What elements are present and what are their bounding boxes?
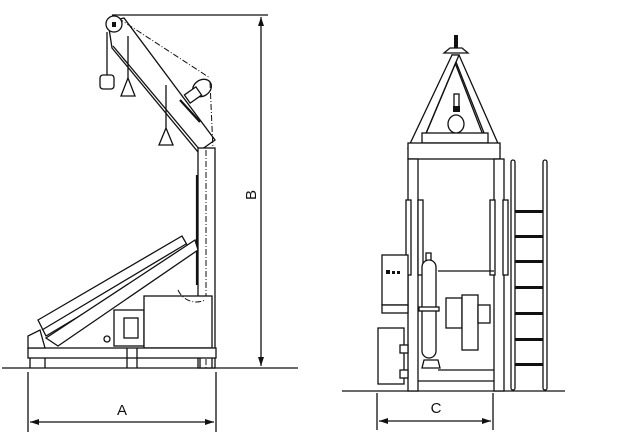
- lifting-hooks: [99, 32, 174, 146]
- hoist-motor: [179, 78, 213, 123]
- drive-unit: [113, 289, 213, 349]
- blower-housing: [461, 294, 479, 351]
- dimension-c-label: C: [431, 400, 442, 417]
- front-elevation: C: [342, 35, 565, 430]
- dimension-a: A: [27, 372, 217, 432]
- hoist-hook: [447, 114, 465, 134]
- blower-unit: [418, 270, 494, 382]
- blower-motor: [445, 297, 463, 329]
- dimension-b: B: [243, 17, 264, 366]
- bag-loop-2: [158, 126, 174, 146]
- screw-conveyor: [29, 235, 199, 347]
- base-frame: [27, 329, 217, 368]
- dimension-b-label: B: [243, 190, 260, 200]
- control-panel: [381, 254, 409, 314]
- cross-beam: [407, 142, 501, 160]
- access-ladder: [510, 159, 548, 391]
- a-frame: [406, 35, 501, 160]
- dimension-a-label: A: [117, 402, 127, 419]
- vertical-cylinder: [418, 252, 441, 369]
- bag-loop-1: [120, 76, 136, 97]
- side-elevation: B A: [2, 14, 298, 432]
- front-columns: [405, 158, 509, 392]
- gearbox: [143, 295, 213, 349]
- dimension-c: C: [376, 393, 494, 430]
- hoist-boom: [105, 15, 216, 153]
- hook-block: [99, 74, 115, 90]
